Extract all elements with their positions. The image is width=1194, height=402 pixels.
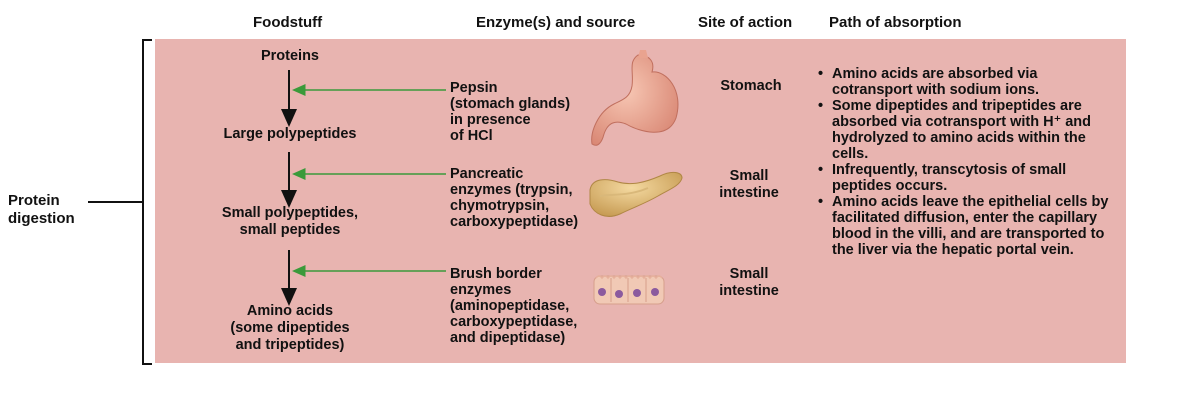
enzyme-pepsin: Pepsin (stomach glands) in presence of H… [450, 80, 650, 144]
absorption-item: Amino acids are absorbed via cotransport… [814, 66, 1114, 98]
enzyme-pancreatic-line-3: chymotrypsin, [450, 198, 550, 214]
enzyme-pepsin-line-1: Pepsin [450, 80, 498, 96]
header-site: Site of action [698, 14, 793, 31]
enzyme-pepsin-line-3: in presence [450, 112, 531, 128]
absorption-item: Some dipeptides and tripeptides are abso… [814, 98, 1114, 162]
enzyme-brush-line-2: enzymes [450, 282, 512, 298]
pancreas-icon [589, 171, 683, 217]
bracket-connector [88, 201, 142, 203]
enzyme-pepsin-line-4: of HCl [450, 128, 493, 144]
enzyme-brush-line-3: (aminopeptidase, [450, 298, 570, 314]
enzyme-brush-border: Brush border enzymes (aminopeptidase, ca… [450, 266, 650, 346]
enzyme-pancreatic-line-1: Pancreatic [450, 166, 524, 182]
site-small-intestine-1-line-2: intestine [719, 185, 779, 201]
site-small-intestine-2: Small intestine [689, 266, 809, 300]
site-small-intestine-1-line-1: Small [729, 168, 769, 184]
header-enzymes: Enzyme(s) and source [476, 14, 636, 31]
header-path: Path of absorption [829, 14, 962, 31]
stomach-icon [591, 50, 679, 146]
site-small-intestine-1: Small intestine [689, 168, 809, 202]
brush-border-cells-icon [593, 275, 665, 305]
absorption-item: Infrequently, transcytosis of small pept… [814, 162, 1114, 194]
header-foodstuff: Foodstuff [253, 14, 323, 31]
enzyme-pancreatic: Pancreatic enzymes (trypsin, chymotrypsi… [450, 166, 650, 230]
food-small-polypeptides-line-2: small peptides [239, 222, 341, 238]
absorption-list: Amino acids are absorbed via cotransport… [814, 66, 1114, 258]
side-label: Protein digestion [8, 192, 75, 228]
food-small-polypeptides-line-1: Small polypeptides, [221, 205, 359, 221]
site-small-intestine-2-line-2: intestine [719, 283, 779, 299]
absorption-item: Amino acids leave the epithelial cells b… [814, 194, 1114, 258]
food-proteins: Proteins [260, 48, 319, 64]
enzyme-brush-line-4: carboxypeptidase, [450, 314, 578, 330]
enzyme-brush-line-1: Brush border [450, 266, 542, 282]
site-small-intestine-2-line-1: Small [729, 266, 769, 282]
food-amino-acids-line-1: Amino acids [246, 303, 334, 319]
bracket [142, 39, 152, 365]
food-amino-acids: Amino acids (some dipeptides and tripept… [190, 303, 390, 354]
site-stomach: Stomach [720, 78, 782, 94]
food-amino-acids-line-2: (some dipeptides [230, 320, 350, 336]
enzyme-brush-line-5: and dipeptidase) [450, 330, 566, 346]
enzyme-pepsin-line-2: (stomach glands) [450, 96, 571, 112]
side-label-line-2: digestion [8, 210, 75, 227]
food-large-polypeptides: Large polypeptides [223, 126, 357, 142]
side-label-line-1: Protein [8, 192, 60, 209]
enzyme-pancreatic-line-2: enzymes (trypsin, [450, 182, 573, 198]
food-amino-acids-line-3: and tripeptides) [235, 337, 345, 353]
food-small-polypeptides: Small polypeptides, small peptides [190, 205, 390, 239]
enzyme-pancreatic-line-4: carboxypeptidase) [450, 214, 579, 230]
